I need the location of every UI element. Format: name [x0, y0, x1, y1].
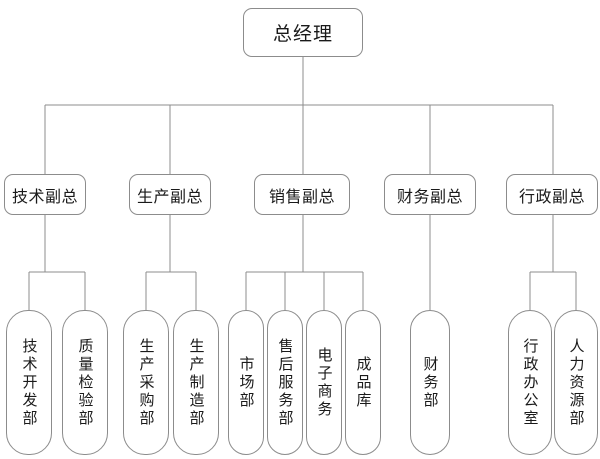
node-dept-market-label: 市场部 [237, 355, 256, 410]
node-dept-market[interactable]: 市场部 [228, 310, 264, 455]
node-vp-prod-label: 生产副总 [136, 186, 203, 206]
node-vp-sales-label: 销售副总 [268, 186, 335, 206]
node-dept-quality[interactable]: 质量检验部 [62, 310, 108, 455]
node-dept-quality-label: 质量检验部 [76, 337, 95, 428]
node-vp-tech[interactable]: 技术副总 [4, 174, 86, 215]
node-dept-aftersales-label: 售后服务部 [276, 337, 295, 428]
node-dept-purchase[interactable]: 生产采购部 [123, 310, 169, 455]
node-dept-aftersales[interactable]: 售后服务部 [267, 310, 303, 455]
node-vp-admin[interactable]: 行政副总 [506, 174, 598, 215]
node-dept-hr[interactable]: 人力资源部 [554, 310, 598, 455]
node-dept-ecommerce[interactable]: 电子商务 [306, 310, 342, 455]
node-dept-warehouse-label: 成品库 [354, 355, 373, 410]
node-vp-sales[interactable]: 销售副总 [254, 174, 350, 215]
node-ceo[interactable]: 总经理 [243, 8, 363, 57]
node-dept-finance-label: 财务部 [421, 355, 440, 410]
node-dept-admin-office[interactable]: 行政办公室 [508, 310, 552, 455]
node-vp-finance[interactable]: 财务副总 [384, 174, 476, 215]
node-dept-tech-dev[interactable]: 技术开发部 [6, 310, 52, 455]
node-vp-prod[interactable]: 生产副总 [129, 174, 211, 215]
node-vp-finance-label: 财务副总 [396, 186, 463, 206]
node-dept-warehouse[interactable]: 成品库 [345, 310, 381, 455]
node-dept-manufacture-label: 生产制造部 [187, 337, 206, 428]
node-vp-admin-label: 行政副总 [518, 186, 585, 206]
node-dept-tech-dev-label: 技术开发部 [20, 337, 39, 428]
node-dept-finance[interactable]: 财务部 [410, 310, 450, 455]
node-dept-purchase-label: 生产采购部 [137, 337, 156, 428]
node-dept-ecommerce-label: 电子商务 [315, 346, 334, 419]
node-ceo-label: 总经理 [272, 23, 333, 45]
node-dept-hr-label: 人力资源部 [567, 337, 586, 428]
node-dept-admin-office-label: 行政办公室 [521, 337, 540, 428]
node-vp-tech-label: 技术副总 [11, 186, 78, 206]
node-dept-manufacture[interactable]: 生产制造部 [173, 310, 219, 455]
